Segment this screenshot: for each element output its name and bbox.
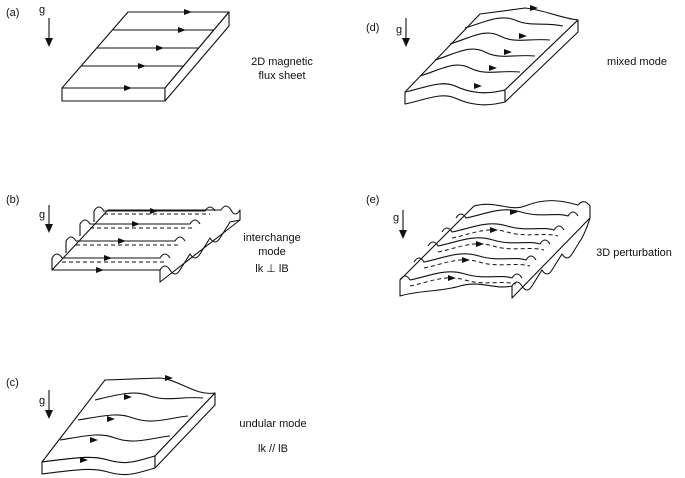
mixed-mode-slab bbox=[404, 5, 579, 106]
panel-c: (c) g undular mode lk // lB bbox=[6, 375, 307, 476]
3d-perturbation-slab bbox=[399, 200, 591, 299]
panel-letter: (b) bbox=[6, 194, 19, 206]
magnetic-field-lines bbox=[81, 9, 214, 91]
gravity-down-arrow-icon bbox=[399, 210, 407, 239]
gravity-label: g bbox=[39, 4, 45, 16]
panel-letter: (a) bbox=[6, 7, 19, 19]
gravity-label: g bbox=[39, 209, 45, 221]
panel-b: (b) g interchange mode lk ⊥ lB bbox=[6, 194, 301, 283]
undular-slab bbox=[41, 375, 216, 476]
caption-line-3: lk ⊥ lB bbox=[255, 263, 288, 275]
caption-line-2: mode bbox=[258, 246, 286, 258]
caption-line-2: flux sheet bbox=[258, 70, 305, 82]
gravity-label: g bbox=[39, 395, 45, 407]
caption-line-1: 3D perturbation bbox=[596, 247, 672, 259]
caption-line-1: interchange bbox=[243, 232, 301, 244]
panel-e: (e) g 3D perturbation bbox=[366, 194, 672, 299]
panel-letter: (d) bbox=[366, 22, 379, 34]
gravity-down-arrow-icon bbox=[402, 18, 410, 47]
interchange-ridges bbox=[51, 205, 241, 283]
gravity-down-arrow-icon bbox=[45, 18, 53, 47]
flux-sheet-front-face bbox=[61, 87, 166, 102]
gravity-label: g bbox=[396, 24, 402, 36]
caption-line-1: undular mode bbox=[239, 418, 306, 430]
panel-letter: (c) bbox=[6, 377, 19, 389]
caption-line-1: mixed mode bbox=[607, 56, 667, 68]
gravity-label: g bbox=[393, 212, 399, 224]
gravity-down-arrow-icon bbox=[45, 390, 53, 419]
panel-letter: (e) bbox=[366, 194, 379, 206]
flux-sheet-side-face bbox=[164, 11, 230, 102]
caption-line-3: lk // lB bbox=[258, 443, 288, 455]
panel-d: (d) g mixed mode bbox=[366, 5, 667, 106]
panel-a: (a) g 2D magnetic flux sheet bbox=[6, 4, 313, 102]
gravity-down-arrow-icon bbox=[45, 205, 53, 233]
caption-line-1: 2D magnetic bbox=[251, 56, 313, 68]
